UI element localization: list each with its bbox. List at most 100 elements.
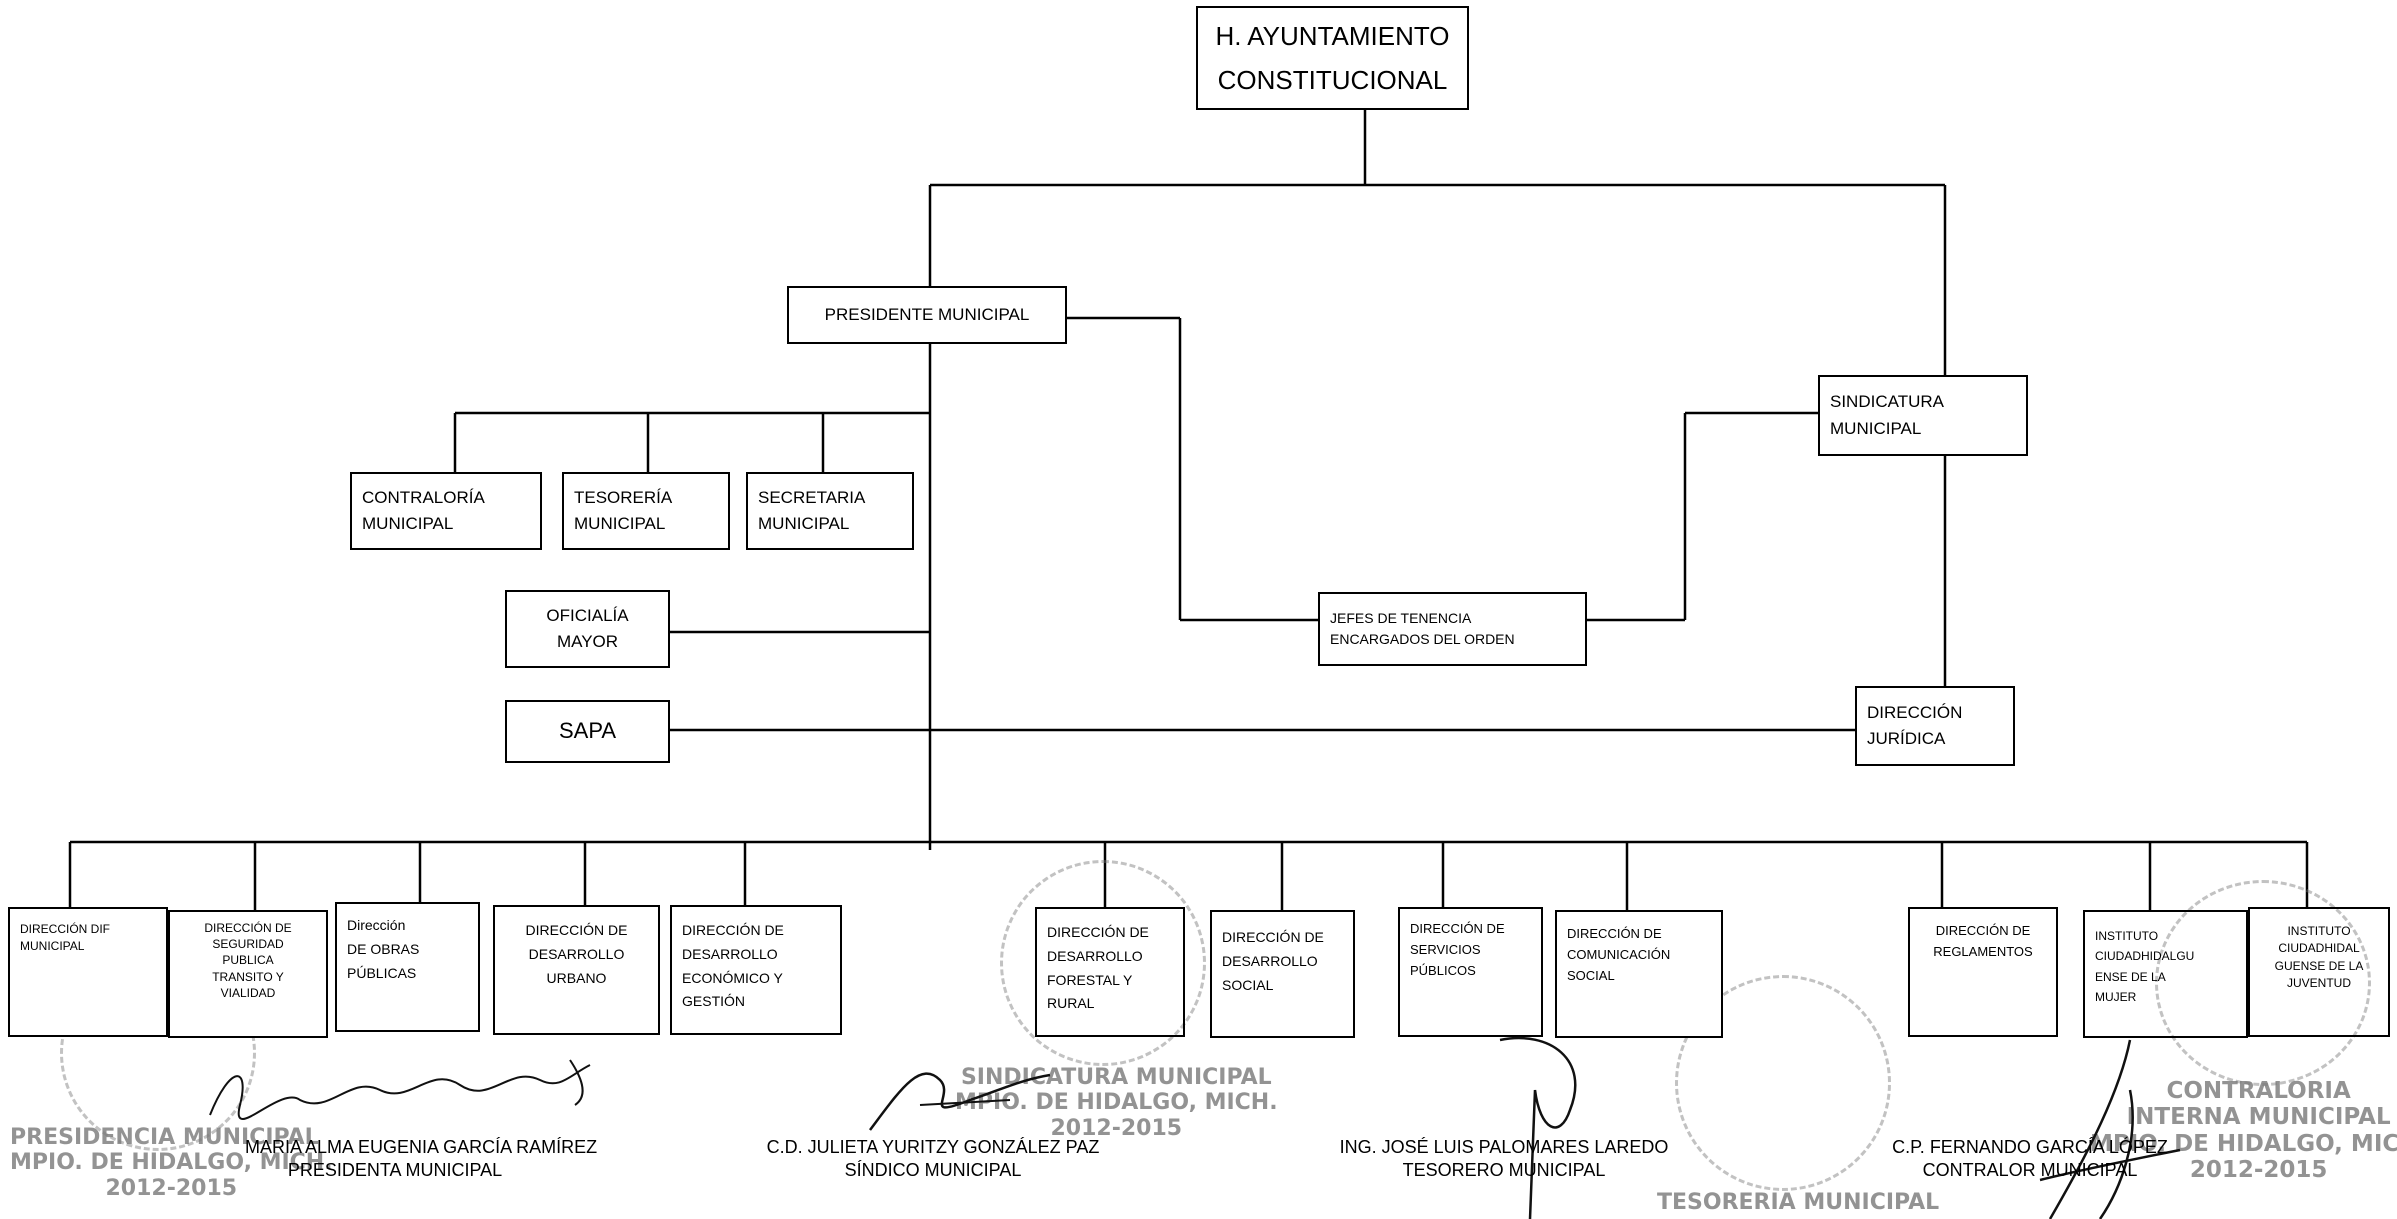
urbano-line2: DESARROLLO [528, 945, 625, 962]
tesoreria-line2: MUNICIPAL [574, 514, 666, 533]
ayuntamiento-line2: CONSTITUCIONAL [1217, 65, 1448, 95]
obras-line2: DE OBRAS [347, 940, 420, 957]
contraloria-stamp-text: CONTRALORIA INTERNA MUNICIPAL MPIO. DE H… [2090, 1078, 2397, 1184]
economico-line1: DIRECCIÓN DE [682, 922, 784, 938]
mujer-line4: MUJER [2095, 990, 2137, 1005]
social-line1: DIRECCIÓN DE [1222, 929, 1324, 945]
direccion-dif-box: DIRECCIÓN DIF MUNICIPAL [8, 907, 168, 1037]
direccion-desarrollo-economico-box: DIRECCIÓN DE DESARROLLO ECONÓMICO Y GEST… [670, 905, 842, 1035]
contralor-title: CONTRALOR MUNICIPAL [1922, 1159, 2138, 1180]
seguridad-line4: TRANSITO Y [212, 969, 284, 984]
jefes-line2: ENCARGADOS DEL ORDEN [1330, 631, 1515, 647]
direccion-desarrollo-urbano-box: DIRECCIÓN DE DESARROLLO URBANO [493, 905, 660, 1035]
juridica-line2: JURÍDICA [1867, 729, 1946, 748]
presidenta-title: PRESIDENTA MUNICIPAL [287, 1159, 503, 1180]
oficialia-line1: OFICIALÍA [546, 605, 629, 625]
signature-sindico [868, 1072, 1051, 1131]
jefes-line1: JEFES DE TENENCIA [1330, 610, 1472, 626]
instituto-mujer-box: INSTITUTO CIUDADHIDALGU ENSE DE LA MUJER [2083, 910, 2248, 1038]
presidente-box: PRESIDENTE MUNICIPAL [787, 286, 1067, 344]
signature-contralor [2039, 1039, 2181, 1219]
sindicatura-line1: SINDICATURA [1830, 392, 1944, 412]
economico-line3: ECONÓMICO Y [682, 969, 783, 986]
urbano-line1: DIRECCIÓN DE [525, 922, 628, 938]
instituto-juventud-box: INSTITUTO CIUDADHIDAL GUENSE DE LA JUVEN… [2248, 907, 2390, 1037]
seguridad-line5: VIALIDAD [220, 985, 276, 1000]
tesoreria-stamp-text: TESORERIA MUNICIPAL [1657, 1190, 1940, 1215]
signature-presidenta [209, 1059, 591, 1120]
ayuntamiento-box: H. AYUNTAMIENTO CONSTITUCIONAL [1196, 6, 1469, 110]
direccion-obras-box: Dirección DE OBRAS PÚBLICAS [335, 902, 480, 1032]
contraloria-seal [2155, 880, 2371, 1086]
ayuntamiento-line1: H. AYUNTAMIENTO [1215, 20, 1450, 51]
dif-line1: DIRECCIÓN DIF [20, 922, 110, 936]
economico-line4: GESTIÓN [682, 993, 746, 1010]
jefes-tenencia-box: JEFES DE TENENCIA ENCARGADOS DEL ORDEN [1318, 592, 1587, 666]
oficialia-box: OFICIALÍA MAYOR [505, 590, 670, 668]
seguridad-line2: SEGURIDAD [212, 937, 284, 952]
contralor-name: C.P. FERNANDO GARCÍA LÓPEZ [1892, 1137, 2168, 1157]
sindico-name: C.D. JULIETA YURITZY GONZÁLEZ PAZ [766, 1137, 1100, 1157]
sindicatura-box: SINDICATURA MUNICIPAL [1818, 375, 2028, 456]
direccion-servicios-publicos-box: DIRECCIÓN DE SERVICIOS PÚBLICOS [1398, 907, 1543, 1037]
seguridad-line3: PUBLICA [222, 953, 274, 968]
juventud-line4: JUVENTUD [2286, 976, 2351, 991]
contraloria-line1: CONTRALORÍA [362, 487, 485, 507]
mujer-line1: INSTITUTO [2095, 929, 2159, 943]
direccion-comunicacion-social-box: DIRECCIÓN DE COMUNICACIÓN SOCIAL [1555, 910, 1723, 1038]
forestal-line3: FORESTAL Y [1047, 971, 1133, 988]
tesoreria-box: TESORERÍA MUNICIPAL [562, 472, 730, 550]
forestal-line4: RURAL [1047, 995, 1095, 1012]
sapa-box: SAPA [505, 700, 670, 763]
forestal-line2: DESARROLLO [1047, 947, 1143, 964]
seguridad-line1: DIRECCIÓN DE [204, 921, 292, 935]
signatory-tesorero: ING. JOSÉ LUIS PALOMARES LAREDO TESORERO… [1318, 1136, 1690, 1181]
direccion-desarrollo-social-box: DIRECCIÓN DE DESARROLLO SOCIAL [1210, 910, 1355, 1038]
urbano-line3: URBANO [546, 969, 607, 986]
presidencia-stamp-text: PRESIDENCIA MUNICIPAL MPIO. DE HIDALGO, … [10, 1125, 333, 1201]
juridica-line1: DIRECCIÓN [1867, 702, 1963, 722]
signatory-presidenta: MARIA ALMA EUGENIA GARCÍA RAMÍREZ PRESID… [245, 1136, 598, 1181]
presidenta-name: MARIA ALMA EUGENIA GARCÍA RAMÍREZ [245, 1137, 598, 1157]
dif-line2: MUNICIPAL [20, 939, 85, 954]
presidente-label: PRESIDENTE MUNICIPAL [824, 304, 1030, 324]
juventud-line3: GUENSE DE LA [2274, 958, 2364, 973]
servicios-line2: SERVICIOS [1410, 941, 1481, 957]
direccion-reglamentos-box: DIRECCIÓN DE REGLAMENTOS [1908, 907, 2058, 1037]
signatory-sindico: C.D. JULIETA YURITZY GONZÁLEZ PAZ SÍNDIC… [750, 1136, 1116, 1181]
reglamentos-line1: DIRECCIÓN DE [1935, 923, 2031, 938]
juventud-line2: CIUDADHIDAL [2278, 941, 2360, 956]
comunicacion-line3: SOCIAL [1567, 967, 1615, 983]
sindicatura-seal [1000, 860, 1206, 1066]
signature-tesorero [1499, 1036, 1577, 1219]
sindico-title: SÍNDICO MUNICIPAL [844, 1159, 1022, 1180]
contraloria-line2: MUNICIPAL [362, 514, 454, 533]
servicios-line1: DIRECCIÓN DE [1410, 921, 1505, 936]
mujer-line3: ENSE DE LA [2095, 969, 2166, 984]
sindicatura-line2: MUNICIPAL [1830, 418, 1922, 438]
social-line3: SOCIAL [1222, 976, 1274, 993]
secretaria-box: SECRETARIA MUNICIPAL [746, 472, 914, 550]
tesorero-name: ING. JOSÉ LUIS PALOMARES LAREDO [1339, 1137, 1669, 1157]
comunicacion-line2: COMUNICACIÓN [1567, 946, 1671, 962]
contraloria-box: CONTRALORÍA MUNICIPAL [350, 472, 542, 550]
direccion-desarrollo-forestal-box: DIRECCIÓN DE DESARROLLO FORESTAL Y RURAL [1035, 907, 1185, 1037]
mujer-line2: CIUDADHIDALGU [2095, 949, 2195, 964]
secretaria-line1: SECRETARIA [758, 487, 866, 507]
tesoreria-seal [1675, 975, 1891, 1191]
economico-line2: DESARROLLO [682, 945, 778, 962]
secretaria-line2: MUNICIPAL [758, 514, 850, 533]
reglamentos-line2: REGLAMENTOS [1933, 943, 2033, 959]
comunicacion-line1: DIRECCIÓN DE [1567, 926, 1662, 941]
social-line2: DESARROLLO [1222, 952, 1318, 969]
oficialia-line2: MAYOR [556, 632, 619, 651]
servicios-line3: PÚBLICOS [1410, 962, 1476, 978]
signatory-contralor: C.P. FERNANDO GARCÍA LÓPEZ CONTRALOR MUN… [1870, 1136, 2190, 1181]
obras-line3: PÚBLICAS [347, 964, 417, 981]
juventud-line1: INSTITUTO [2287, 924, 2351, 938]
tesorero-title: TESORERO MUNICIPAL [1402, 1159, 1606, 1180]
tesoreria-line1: TESORERÍA [574, 487, 673, 507]
forestal-line1: DIRECCIÓN DE [1047, 924, 1149, 940]
sapa-label: SAPA [558, 718, 617, 744]
